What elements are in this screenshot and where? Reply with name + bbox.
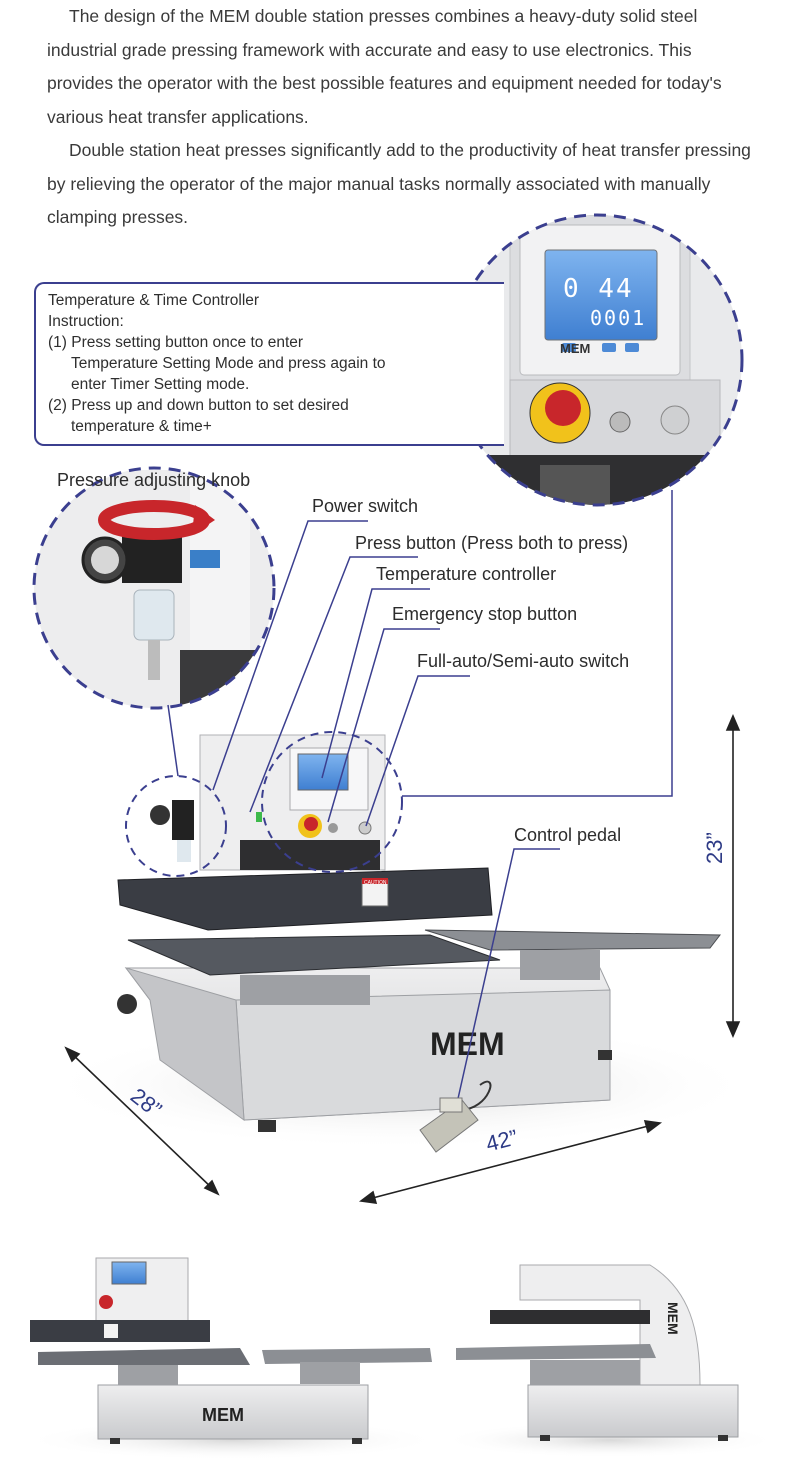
controller-marker-circle	[261, 731, 403, 873]
instruction-label: Instruction:	[48, 313, 124, 330]
dimension-arrows	[64, 713, 741, 1204]
callout-auto-switch: Full-auto/Semi-auto switch	[417, 651, 630, 671]
intro-paragraph-2: Double station heat presses significantl…	[47, 140, 751, 227]
caution-label: CAUTION	[364, 880, 387, 886]
instruction-step2-b: temperature & time+	[71, 418, 212, 435]
svg-text:MEM: MEM	[202, 1405, 244, 1425]
instruction-step2-a: (2) Press up and down button to set desi…	[48, 397, 349, 414]
lcd-time-readout: 0001	[590, 306, 647, 330]
knob-marker-circle	[125, 775, 227, 877]
callout-emergency-stop: Emergency stop button	[392, 604, 578, 624]
knob-zoom-circle	[32, 466, 276, 710]
svg-text:MEM: MEM	[665, 1302, 681, 1335]
leader-lines	[167, 490, 673, 1113]
callout-pressure-knob: Pressure adjusting knob	[57, 470, 251, 490]
intro-text: The design of the MEM double station pre…	[47, 0, 757, 235]
instruction-title: Temperature & Time Controller	[48, 292, 260, 309]
instruction-step1-b: Temperature Setting Mode and press again…	[71, 355, 386, 372]
callout-temperature-controller: Temperature controller	[376, 564, 557, 584]
controller-instruction-box: Temperature & Time Controller Instructio…	[34, 282, 504, 446]
callout-control-pedal: Control pedal	[514, 825, 622, 845]
callout-press-button: Press button (Press both to press)	[355, 533, 629, 553]
control-pedal	[419, 1080, 492, 1153]
lcd-temp-readout: 0 44	[563, 274, 634, 304]
instruction-step1-c: enter Timer Setting mode.	[71, 376, 250, 393]
instruction-step1-a: (1) Press setting button once to enter	[48, 334, 304, 351]
controller-zoom-circle	[450, 213, 744, 507]
controller-brand-label: MEM	[560, 341, 591, 356]
front-view-machine: MEM	[22, 1257, 442, 1460]
intro-paragraph-1: The design of the MEM double station pre…	[47, 6, 722, 127]
dimension-height: 23”	[702, 832, 727, 864]
callout-power-switch: Power switch	[312, 496, 419, 516]
side-view-machine: MEM	[440, 1264, 780, 1458]
main-machine: MEM	[40, 734, 760, 1150]
